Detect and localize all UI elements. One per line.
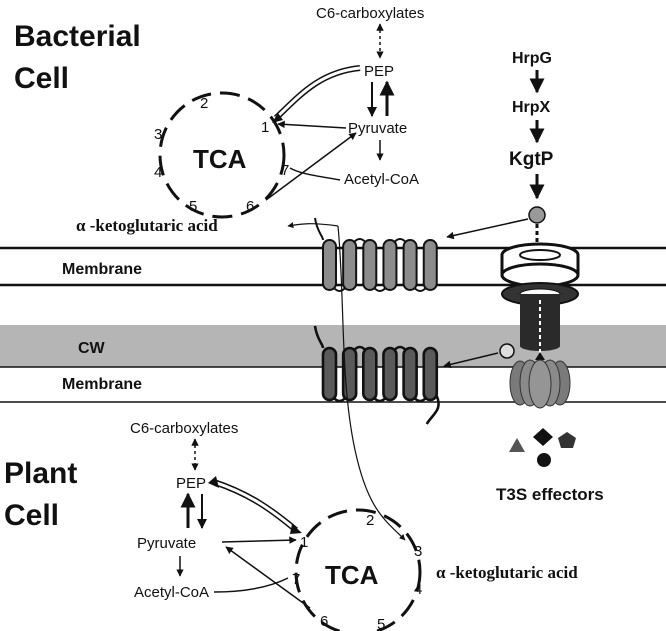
bacterial-acetylcoa-to-tca-line [289,167,341,181]
transporter-helix [402,346,418,402]
transporter-tail [314,217,324,241]
transporter-helix [402,239,418,291]
transporter-loop [393,238,407,243]
bacterial-pep-label: PEP [364,63,394,80]
bacterial-step-2: 2 [200,95,208,112]
bacterial-acetylcoa-label: Acetyl-CoA [344,171,419,188]
transporter-loop [413,397,427,403]
membrane-bottom-label: Membrane [62,376,142,393]
bacterial-tca-to-pyruvate-arrow [265,132,357,201]
plant-pyruvate-label: Pyruvate [137,535,196,552]
transporter-helix [342,239,358,291]
plant-step-2: 2 [366,512,374,529]
t3s-effector-shapes [509,428,576,467]
transporter-helix [322,239,337,291]
transporter-helix [382,346,398,402]
plant-title-line2: Cell [4,499,59,532]
bacterial-step-5: 5 [189,198,197,215]
bacterial-pyruvate-label: Pyruvate [348,120,407,137]
plant-tca-cycle: TCA 2 1 3 4 5 6 7 [292,508,422,631]
bacterial-step-7: 7 [281,162,289,179]
bacterial-title-line2: Cell [14,62,69,95]
akg-transport-line [337,225,406,541]
plant-step-5: 5 [377,616,385,631]
plant-acetylcoa-to-tca-line [213,577,289,593]
plant-c6-label: C6-carboxylates [130,420,238,437]
plant-tca-label: TCA [325,560,379,590]
circle-to-transporter-arrow [446,218,529,240]
bacterial-step-6: 6 [246,198,254,215]
akg-top-arrow [287,222,339,229]
effector-pentagon [558,432,576,448]
akg-bottom-label: α -ketoglutaric acid [436,563,578,582]
plant-step-1: 1 [300,534,308,551]
transporter-helix [361,346,378,402]
transporter-loop [413,287,427,292]
plant-step-7: 7 [292,571,300,588]
effector-circle [537,453,551,467]
plant-acetylcoa-label: Acetyl-CoA [134,584,209,601]
transporter-loop [373,397,387,403]
plant-step-6: 6 [320,613,328,630]
circle-to-plant-transporter-arrow [443,352,499,369]
kgtp-label: KgtP [509,149,554,170]
kgtp-transporter-top [314,217,438,292]
plant-transporter-bottom [313,325,440,425]
transporter-loop [333,287,346,292]
bacterial-tca-cycle: TCA 2 1 3 4 5 6 7 [154,91,289,219]
plant-step-3: 3 [414,543,422,560]
bacterial-tca-label: TCA [193,144,247,174]
t3ss-translocon [509,359,571,409]
bacterial-step-3: 3 [154,126,162,143]
transporter-loop [333,397,347,403]
plant-title-line1: Plant [4,457,77,490]
plant-tca-to-pyruvate-arrow [225,546,311,609]
akg-top-label: α -ketoglutaric acid [76,216,218,235]
transporter-tail [313,325,325,349]
plant-step-4: 4 [414,581,422,598]
transporter-loop [373,287,387,292]
transporter-helix [382,239,398,291]
plant-pyruvate-to-tca-arrow [221,536,297,544]
transporter-helix [422,239,438,291]
transporter-helix [362,239,378,291]
bacterial-c6-label: C6-carboxylates [316,5,424,22]
plant-pep-label: PEP [176,475,206,492]
t3ss-apparatus [500,224,580,409]
transporter-helix [321,346,338,402]
substrate-circle-top [528,206,546,224]
plant-pep-tca-double-arrow [213,479,298,533]
effector-diamond [533,428,553,446]
cell-wall-label: CW [78,340,106,357]
effector-triangle [509,438,525,452]
transporter-loop [353,238,367,243]
bacterial-title-line1: Bacterial [14,20,141,53]
bacterial-step-1: 1 [261,119,269,136]
t3s-effectors-label: T3S effectors [496,485,604,504]
bacterial-step-4: 4 [154,164,162,181]
bacterial-pep-tca-double-arrow [273,65,361,121]
bacterial-pyruvate-to-tca-arrow [277,120,347,129]
hrpg-label: HrpG [512,50,552,67]
transporter-tail [425,395,440,425]
substrate-circle-bottom [499,343,515,359]
hrpx-label: HrpX [512,99,551,116]
transporter-helix [422,346,439,402]
membrane-top-label: Membrane [62,261,142,278]
